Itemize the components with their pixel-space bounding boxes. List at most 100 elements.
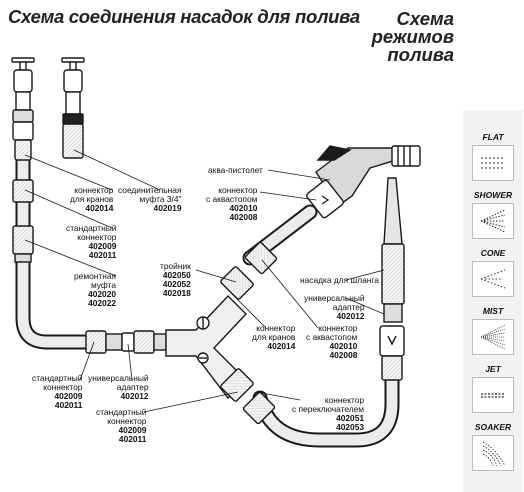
- mist-spray-icon: [472, 319, 514, 355]
- std-connector-bottom-left: [85, 330, 167, 354]
- modes-title-line-2: режимов: [371, 26, 454, 47]
- label-code: 402019: [153, 203, 182, 213]
- label-code: 402012: [120, 391, 149, 401]
- leader-line: [231, 293, 267, 329]
- label-code: 402008: [229, 212, 258, 222]
- label-line: с аквастопом: [306, 332, 358, 342]
- leader-line: [255, 391, 301, 401]
- mode-soaker: SOAKER: [463, 422, 523, 471]
- label-line: универсальный: [88, 373, 149, 383]
- label-tap-connector-mid: коннектор для кранов 402014: [252, 324, 295, 351]
- label-switch-connector: коннектор с переключателем 402051 402053: [292, 396, 364, 432]
- leader-line: [261, 259, 319, 329]
- label-code: 402010: [329, 341, 358, 351]
- label-line: коннектор: [107, 416, 147, 426]
- label-std-connector-top: стандартный коннектор 402009 402011: [66, 224, 116, 260]
- std-connector-left-hose: [12, 179, 34, 263]
- label-universal-adapter-left: универсальный адаптер 402012: [88, 374, 149, 401]
- tap-left-icon: [11, 57, 35, 161]
- leader-line: [24, 239, 117, 277]
- mode-shower-label: SHOWER: [473, 190, 513, 200]
- label-line: адаптер: [332, 302, 365, 312]
- label-code: 402009: [88, 241, 117, 251]
- label-line: коннектор: [256, 323, 296, 333]
- leader-line: [195, 269, 237, 283]
- mode-flat-label: FLAT: [482, 132, 504, 142]
- label-universal-adapter-right: универсальный адаптер 402012: [304, 294, 365, 321]
- label-line: муфта: [90, 280, 117, 290]
- label-code: 402051: [336, 413, 365, 423]
- label-code: 402010: [229, 203, 258, 213]
- label-line: для кранов: [70, 194, 114, 204]
- leader-line: [73, 149, 161, 191]
- label-code: 402014: [85, 203, 114, 213]
- leader-line: [24, 189, 113, 229]
- label-code: 402012: [336, 311, 365, 321]
- label-line: с переключателем: [292, 404, 365, 414]
- label-code: 402052: [162, 279, 191, 289]
- label-code: 402020: [88, 289, 117, 299]
- leader-line: [79, 341, 95, 381]
- modes-title: Схема режимов полива: [344, 9, 454, 64]
- leader-line: [143, 391, 239, 413]
- label-line: муфта 3/4": [139, 194, 182, 204]
- leader-line: [259, 191, 317, 201]
- label-line: с аквастопом: [206, 194, 258, 204]
- label-repair-coupling: ремонтная муфта 402020 402022: [74, 272, 116, 308]
- hose-nozzle-icon: [379, 177, 405, 381]
- mode-mist-label: MIST: [482, 306, 504, 316]
- label-line: стандартный: [96, 407, 147, 417]
- label-line: коннектор: [218, 185, 258, 195]
- label-line: коннектор: [43, 382, 83, 392]
- label-line: коннектор: [318, 323, 358, 333]
- label-line: ремонтная: [74, 271, 117, 281]
- flat-spray-icon: [472, 145, 514, 181]
- aqua-pistol-icon: [306, 145, 421, 219]
- label-tap-connector: коннектор для кранов 402014: [70, 186, 113, 213]
- label-line: насадка для шланга: [300, 275, 379, 285]
- soaker-spray-icon: [472, 435, 514, 471]
- shower-spray-icon: [472, 203, 514, 239]
- label-line: стандартный: [66, 223, 117, 233]
- label-line: стандартный: [32, 373, 83, 383]
- label-code: 402011: [88, 250, 117, 260]
- leader-lines: [24, 149, 385, 413]
- label-aqua-pistol: аква-пистолет: [208, 166, 263, 175]
- label-line: адаптер: [116, 382, 149, 392]
- label-std-connector-bottom: стандартный коннектор 402009 402011: [96, 408, 146, 444]
- label-code: 402011: [54, 400, 83, 410]
- mode-soaker-label: SOAKER: [474, 422, 512, 432]
- label-line: аква-пистолет: [208, 165, 263, 175]
- tee-fitting: [165, 294, 247, 400]
- label-code: 402050: [162, 270, 191, 280]
- label-line: коннектор: [324, 395, 365, 405]
- leader-line: [127, 343, 133, 381]
- mode-mist: MIST: [463, 306, 523, 355]
- label-code: 402011: [118, 434, 147, 444]
- label-line: коннектор: [77, 232, 117, 242]
- label-tee: тройник 402050 402052 402018: [160, 262, 191, 298]
- leader-line: [345, 297, 385, 315]
- mode-cone-label: CONE: [480, 248, 506, 258]
- mode-jet-label: JET: [485, 364, 501, 374]
- label-code: 402009: [118, 425, 147, 435]
- label-code: 402009: [54, 391, 83, 401]
- leader-line: [267, 169, 331, 181]
- label-code: 402014: [267, 341, 296, 351]
- mode-cone: CONE: [463, 248, 523, 297]
- leader-line: [24, 154, 113, 191]
- label-line: для кранов: [252, 332, 296, 342]
- label-line: соединительная: [118, 185, 182, 195]
- label-aquastop-top: коннектор с аквастопом 402010 402008: [206, 186, 257, 222]
- label-code: 402053: [336, 422, 365, 432]
- label-code: 402018: [162, 288, 191, 298]
- hose-right: [252, 372, 400, 448]
- label-hose-nozzle: насадка для шланга: [300, 276, 379, 285]
- label-code: 402008: [329, 350, 358, 360]
- leader-line: [345, 269, 385, 281]
- mode-shower: SHOWER: [463, 190, 523, 239]
- jet-spray-icon: [472, 377, 514, 413]
- label-aquastop-mid: коннектор с аквастопом 402010 402008: [306, 324, 357, 360]
